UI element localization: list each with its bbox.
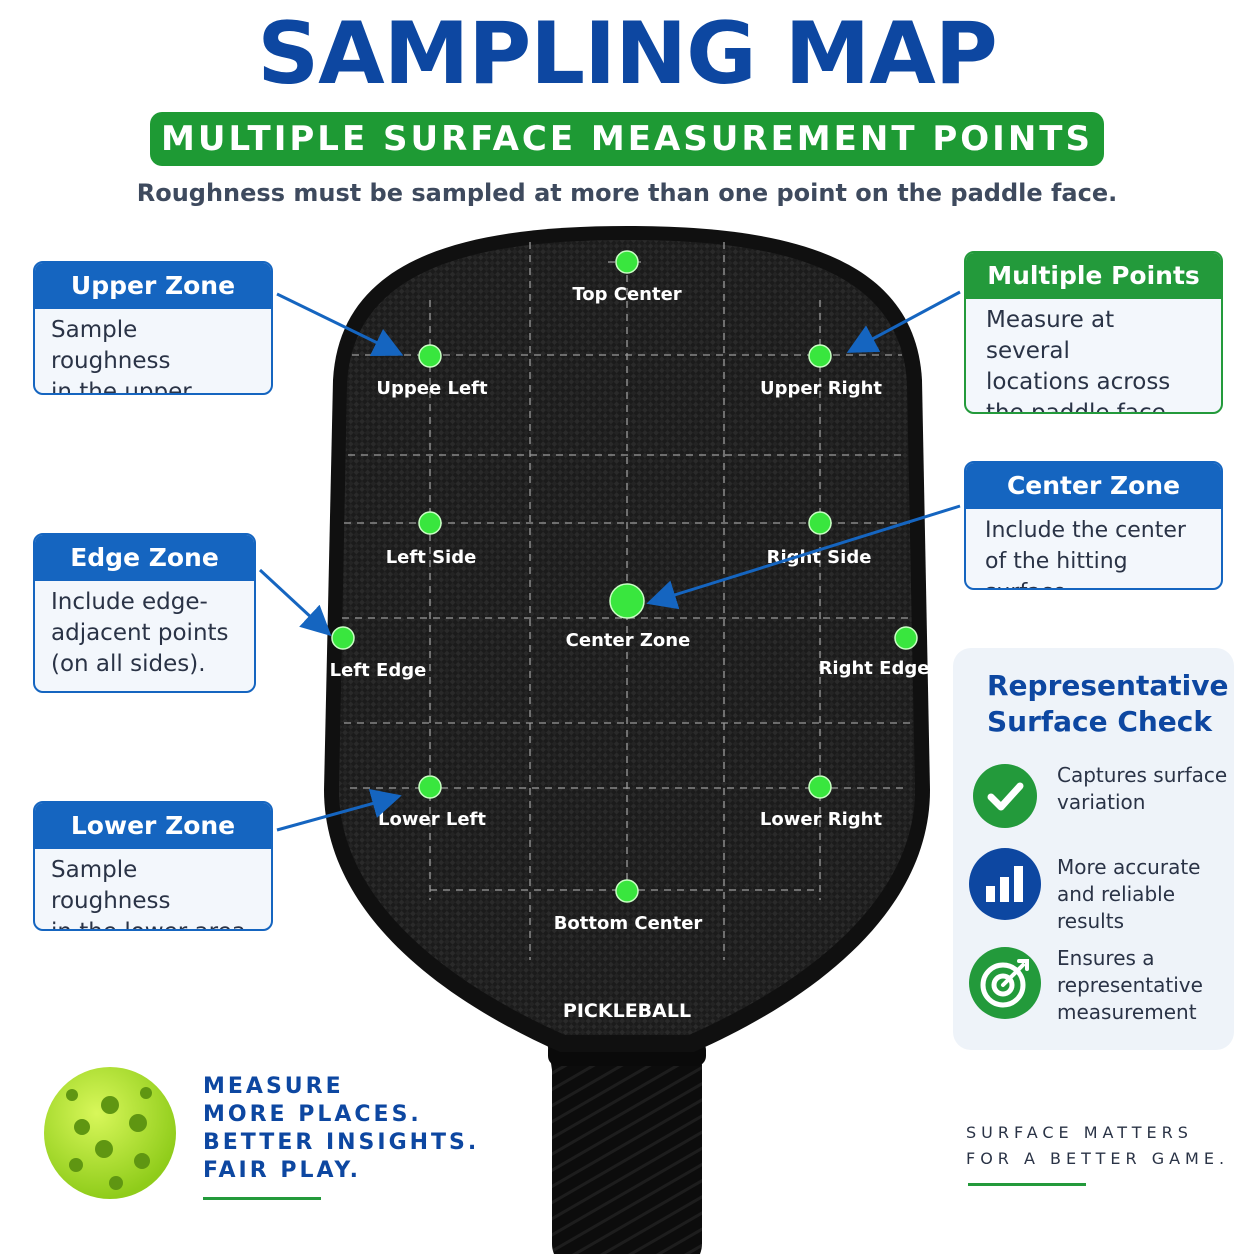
- page-title: SAMPLING MAP: [257, 4, 998, 104]
- sample-point-label: Lower Right: [760, 809, 883, 830]
- sample-point-uppee-left: [418, 344, 442, 368]
- sample-point-upper-right: [808, 344, 832, 368]
- slogan-line: MORE PLACES.: [203, 1102, 422, 1127]
- sample-point-label: Right Side: [767, 547, 872, 568]
- card-text-line: locations across: [986, 369, 1171, 395]
- paddle-grip: [552, 1040, 702, 1254]
- slogan-line: MEASURE: [203, 1074, 344, 1099]
- card-text-line: (on all sides).: [51, 651, 206, 677]
- card-text-line: in the upper area.: [51, 379, 192, 395]
- card-text-line: Sample roughness: [51, 317, 171, 374]
- card-text-line: Sample roughness: [51, 857, 171, 914]
- rep-item-line: Captures surface: [1057, 763, 1228, 787]
- sample-point-bottom-center: [615, 879, 639, 903]
- slogan-line: BETTER INSIGHTS.: [203, 1130, 480, 1155]
- slogan-underline: [203, 1197, 321, 1200]
- subtitle-banner: MULTIPLE SURFACE MEASUREMENT POINTS: [150, 112, 1104, 166]
- sample-point-label: Right Edge: [819, 658, 930, 679]
- upper-zone-card: Upper Zone Sample roughness in the upper…: [33, 261, 273, 395]
- edge-zone-card: Edge Zone Include edge- adjacent points …: [33, 533, 256, 693]
- representative-check-panel: Representative Surface Check Captures su…: [953, 648, 1234, 1050]
- center-zone-arrow: [646, 504, 961, 610]
- tagline-line: FOR A BETTER GAME.: [966, 1149, 1230, 1168]
- panel-title: Representative Surface Check: [987, 668, 1229, 740]
- center-zone-card: Center Zone Include the center of the hi…: [964, 461, 1223, 590]
- card-title: Multiple Points: [966, 253, 1221, 299]
- tagline-line: SURFACE MATTERS: [966, 1123, 1193, 1142]
- sample-point-left-edge: [331, 626, 355, 650]
- rep-item-line: variation: [1057, 790, 1146, 814]
- card-title: Center Zone: [966, 463, 1221, 509]
- multiple-points-card: Multiple Points Measure at several locat…: [964, 251, 1223, 414]
- panel-title-line: Surface Check: [987, 705, 1213, 738]
- rep-item-text: Captures surface variation: [1057, 762, 1232, 816]
- card-title: Lower Zone: [35, 803, 271, 849]
- sample-point-lower-right: [808, 775, 832, 799]
- tagline-underline: [968, 1183, 1086, 1186]
- card-text-line: Include the center: [985, 518, 1186, 543]
- multiple-points-arrow: [846, 290, 961, 353]
- card-text-line: the paddle face.: [986, 400, 1174, 414]
- sample-point-lower-left: [418, 775, 442, 799]
- sample-point-top-center: [615, 250, 639, 274]
- sample-point-right-edge: [894, 626, 918, 650]
- sample-point-right-side: [808, 511, 832, 535]
- rep-item-line: measurement: [1057, 1000, 1197, 1024]
- card-text-line: adjacent points: [51, 620, 229, 646]
- sample-point-label: Upper Right: [760, 378, 882, 399]
- sample-point-label: Top Center: [572, 284, 681, 305]
- pickleball-icon: [44, 1067, 176, 1199]
- intro-text: Roughness must be sampled at more than o…: [136, 179, 1118, 207]
- edge-zone-arrow: [258, 568, 332, 637]
- card-text-line: Include edge-: [51, 589, 208, 615]
- lower-zone-card: Lower Zone Sample roughness in the lower…: [33, 801, 273, 931]
- upper-zone-arrow: [276, 292, 404, 356]
- check-icon: [973, 764, 1037, 828]
- sample-point-label: Uppee Left: [376, 378, 488, 399]
- sample-point-label: Center Zone: [566, 630, 691, 651]
- rep-item-line: Ensures a: [1057, 946, 1155, 970]
- rep-item-text: Ensures a representative measurement: [1057, 945, 1232, 1026]
- bar-chart-icon: [969, 848, 1041, 920]
- card-text-line: of the hitting surface.: [985, 549, 1128, 588]
- card-title: Upper Zone: [35, 263, 271, 309]
- rep-item-text: More accurate and reliable results: [1057, 854, 1232, 935]
- sample-point-center-zone: [609, 583, 645, 619]
- panel-title-line: Representative: [987, 669, 1229, 702]
- sample-point-label: Left Side: [386, 547, 477, 568]
- rep-item-line: representative: [1057, 973, 1203, 997]
- target-icon: [969, 947, 1041, 1019]
- slogan: MEASURE MORE PLACES. BETTER INSIGHTS. FA…: [203, 1073, 479, 1185]
- sample-point-label: Lower Left: [378, 809, 486, 830]
- sample-point-label: Bottom Center: [554, 913, 703, 934]
- tagline: SURFACE MATTERS FOR A BETTER GAME.: [966, 1120, 1229, 1172]
- paddle-brand: PICKLEBALL: [563, 1000, 691, 1022]
- paddle-face: [339, 240, 915, 1035]
- card-text-line: in the lower area.: [51, 917, 255, 929]
- card-text-line: Measure at several: [986, 307, 1115, 364]
- sample-point-left-side: [418, 511, 442, 535]
- lower-zone-arrow: [276, 788, 402, 832]
- sample-point-label: Left Edge: [330, 660, 427, 681]
- rep-item-line: More accurate: [1057, 855, 1201, 879]
- slogan-line: FAIR PLAY.: [203, 1158, 362, 1183]
- card-title: Edge Zone: [35, 535, 254, 581]
- rep-item-line: and reliable results: [1057, 882, 1175, 933]
